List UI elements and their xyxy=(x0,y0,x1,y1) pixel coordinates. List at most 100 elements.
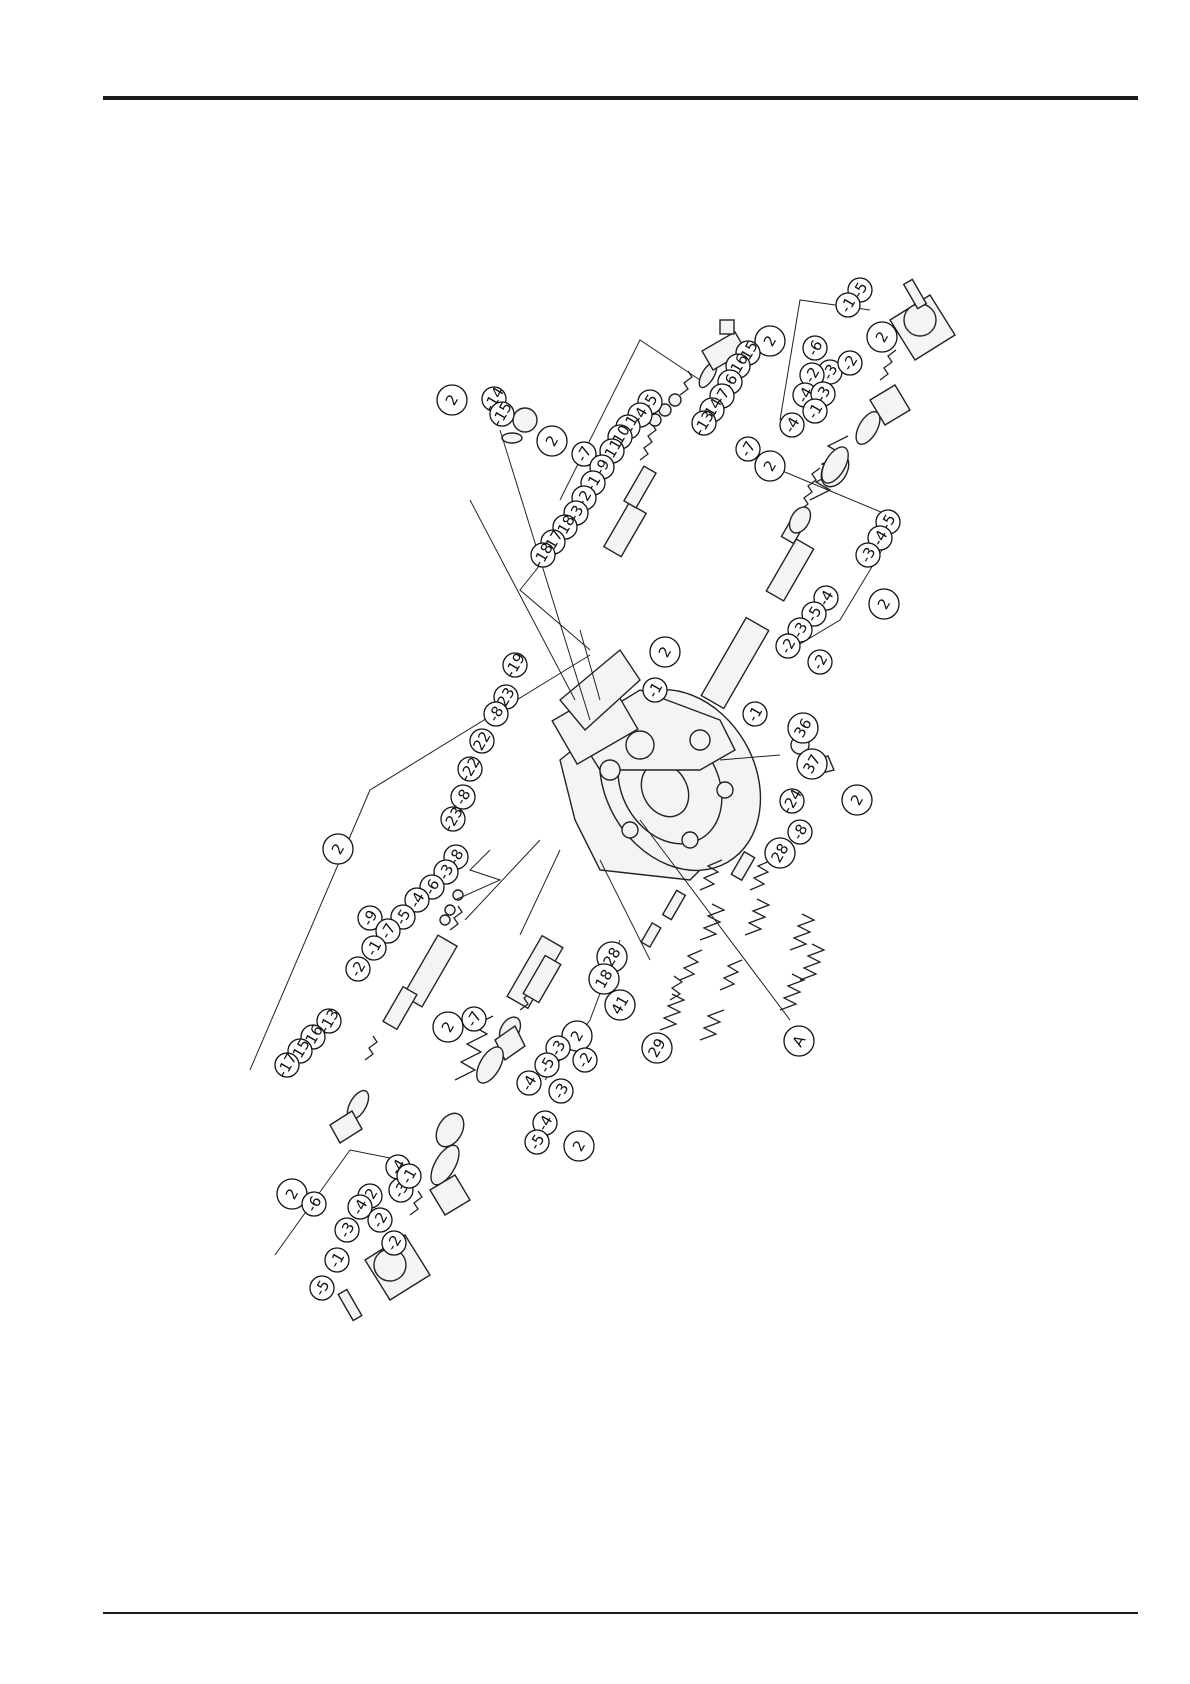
callout-circle xyxy=(489,401,515,427)
callout-circle xyxy=(779,412,805,438)
callout-circle xyxy=(432,1011,464,1043)
callout-circle xyxy=(381,1230,407,1256)
callout-c55: -8 xyxy=(450,784,476,810)
callout-c101: -3 xyxy=(334,1217,360,1243)
callout-c49: -1 xyxy=(642,677,668,703)
callout-c77: 28 xyxy=(596,941,628,973)
callout-c4: 2 xyxy=(536,425,568,457)
callout-circle xyxy=(274,1052,300,1078)
callout-circle xyxy=(835,292,861,318)
callout-c104: -2 xyxy=(381,1230,407,1256)
callout-c83: -7 xyxy=(461,1006,487,1032)
callout-circle xyxy=(361,935,387,961)
callout-circle xyxy=(807,649,833,675)
callout-c37: -4 xyxy=(779,412,805,438)
callout-c70: -7 xyxy=(375,918,401,944)
callout-c87: -2 xyxy=(572,1047,598,1073)
callout-circle xyxy=(548,1078,574,1104)
callout-c32: -2 xyxy=(799,362,825,388)
callout-c29: -1 xyxy=(835,292,861,318)
callout-label: -19 xyxy=(501,650,529,680)
callout-circle xyxy=(787,819,813,845)
callout-circle xyxy=(324,1247,350,1273)
left-spool-assembly xyxy=(329,889,464,1144)
callout-c100: -2 xyxy=(367,1207,393,1233)
callout-circle xyxy=(787,712,819,744)
callout-circle xyxy=(855,542,881,568)
callout-label: -22 xyxy=(456,754,484,784)
callout-circle xyxy=(796,748,828,780)
callout-circle xyxy=(866,321,898,353)
callout-circle xyxy=(502,652,528,678)
callout-circle xyxy=(322,833,354,865)
callout-c58: 37 xyxy=(796,748,828,780)
callout-c79: 41 xyxy=(604,989,636,1021)
callout-circle xyxy=(461,1006,487,1032)
callout-circle xyxy=(837,350,863,376)
callout-c89: -3 xyxy=(548,1078,574,1104)
callout-c43: -5 xyxy=(801,601,827,627)
top-rule xyxy=(103,96,1138,100)
callout-c90: 2 xyxy=(563,1130,595,1162)
callout-c60: 2 xyxy=(841,784,873,816)
callout-c86: -5 xyxy=(534,1052,560,1078)
callout-c35: -1 xyxy=(802,398,828,424)
callout-circle xyxy=(572,1047,598,1073)
callout-circle xyxy=(641,1032,673,1064)
callout-circle xyxy=(301,1191,327,1217)
callout-circle xyxy=(367,1207,393,1233)
callout-c50: -19 xyxy=(501,650,529,680)
callout-c1: 2 xyxy=(436,384,468,416)
callout-c5: -7 xyxy=(571,441,597,467)
callout-circle xyxy=(469,728,495,754)
callout-circle xyxy=(783,1025,815,1057)
callout-circle xyxy=(754,450,786,482)
callout-c99: -1 xyxy=(396,1163,422,1189)
callout-circle xyxy=(764,837,796,869)
callout-c92: -5 xyxy=(524,1129,550,1155)
callout-circle xyxy=(404,887,430,913)
callout-circle xyxy=(868,588,900,620)
callout-circle xyxy=(347,1194,373,1220)
callout-circle xyxy=(457,756,483,782)
callout-c25: -7 xyxy=(735,436,761,462)
callout-c81: A xyxy=(783,1025,815,1057)
callout-circle xyxy=(530,542,556,568)
callout-circle xyxy=(779,788,805,814)
callout-circle xyxy=(534,1052,560,1078)
callout-c54: -22 xyxy=(456,754,484,784)
callout-c53: 22 xyxy=(469,728,495,754)
callout-circle xyxy=(642,677,668,703)
callout-circle xyxy=(309,1275,335,1301)
valve-body xyxy=(551,648,762,881)
callout-circle xyxy=(524,1129,550,1155)
callout-c40: -3 xyxy=(855,542,881,568)
callout-c30: -6 xyxy=(802,335,828,361)
callout-circle xyxy=(571,441,597,467)
callout-circle xyxy=(802,398,828,424)
callout-circle xyxy=(436,384,468,416)
callout-c88: -4 xyxy=(516,1070,542,1096)
callout-c78: 18 xyxy=(588,963,620,995)
callout-c46: -2 xyxy=(807,649,833,675)
callout-circle xyxy=(742,701,768,727)
callout-c18: 2 xyxy=(754,325,786,357)
callout-circle xyxy=(440,806,466,832)
callout-c48: 2 xyxy=(649,636,681,668)
upper-right-spool-assembly xyxy=(700,278,956,710)
callout-circle xyxy=(802,335,828,361)
callout-c97: -4 xyxy=(347,1194,373,1220)
callout-circle xyxy=(375,918,401,944)
callout-c80: 29 xyxy=(641,1032,673,1064)
callout-c57: 36 xyxy=(787,712,819,744)
callout-c95: -6 xyxy=(301,1191,327,1217)
callout-circle xyxy=(775,633,801,659)
callout-circle xyxy=(396,1163,422,1189)
callout-circle xyxy=(801,601,827,627)
callout-circle xyxy=(516,1070,542,1096)
callout-circle xyxy=(345,956,371,982)
callout-label: -24 xyxy=(778,786,806,816)
callout-circle xyxy=(735,436,761,462)
callout-circle xyxy=(588,963,620,995)
